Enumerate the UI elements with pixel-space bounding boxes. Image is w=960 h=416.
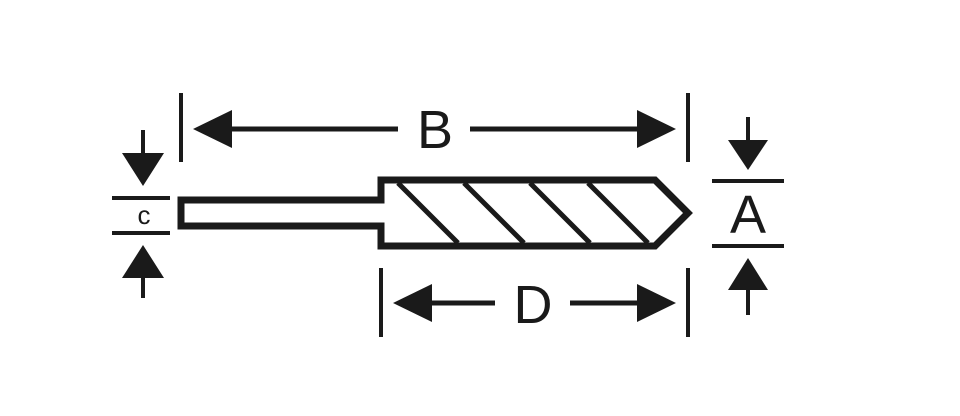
dimension-b: B xyxy=(179,93,690,162)
arrowhead-down xyxy=(728,140,768,170)
dimension-label-c: c xyxy=(138,200,151,230)
flute-lines xyxy=(396,181,650,245)
arrowhead-up xyxy=(728,258,768,290)
flute-line xyxy=(528,181,592,245)
arrowhead-up xyxy=(122,245,164,278)
dimension-label-b: B xyxy=(417,100,453,160)
dimension-label-a: A xyxy=(730,185,766,245)
drill-bit xyxy=(177,176,693,250)
dimension-label-d: D xyxy=(514,275,553,335)
dimension-c: c xyxy=(112,130,170,298)
dimension-a: A xyxy=(712,117,784,315)
arrowhead-left xyxy=(393,284,432,322)
drill-bit-outline xyxy=(177,176,693,250)
flute-line xyxy=(586,181,650,245)
arrowhead-left xyxy=(193,110,232,148)
flute-line xyxy=(462,181,526,245)
dimension-d: D xyxy=(379,268,690,337)
arrowhead-right xyxy=(637,284,676,322)
arrowhead-down xyxy=(122,153,164,186)
flute-line xyxy=(396,181,460,245)
arrowhead-right xyxy=(637,110,676,148)
